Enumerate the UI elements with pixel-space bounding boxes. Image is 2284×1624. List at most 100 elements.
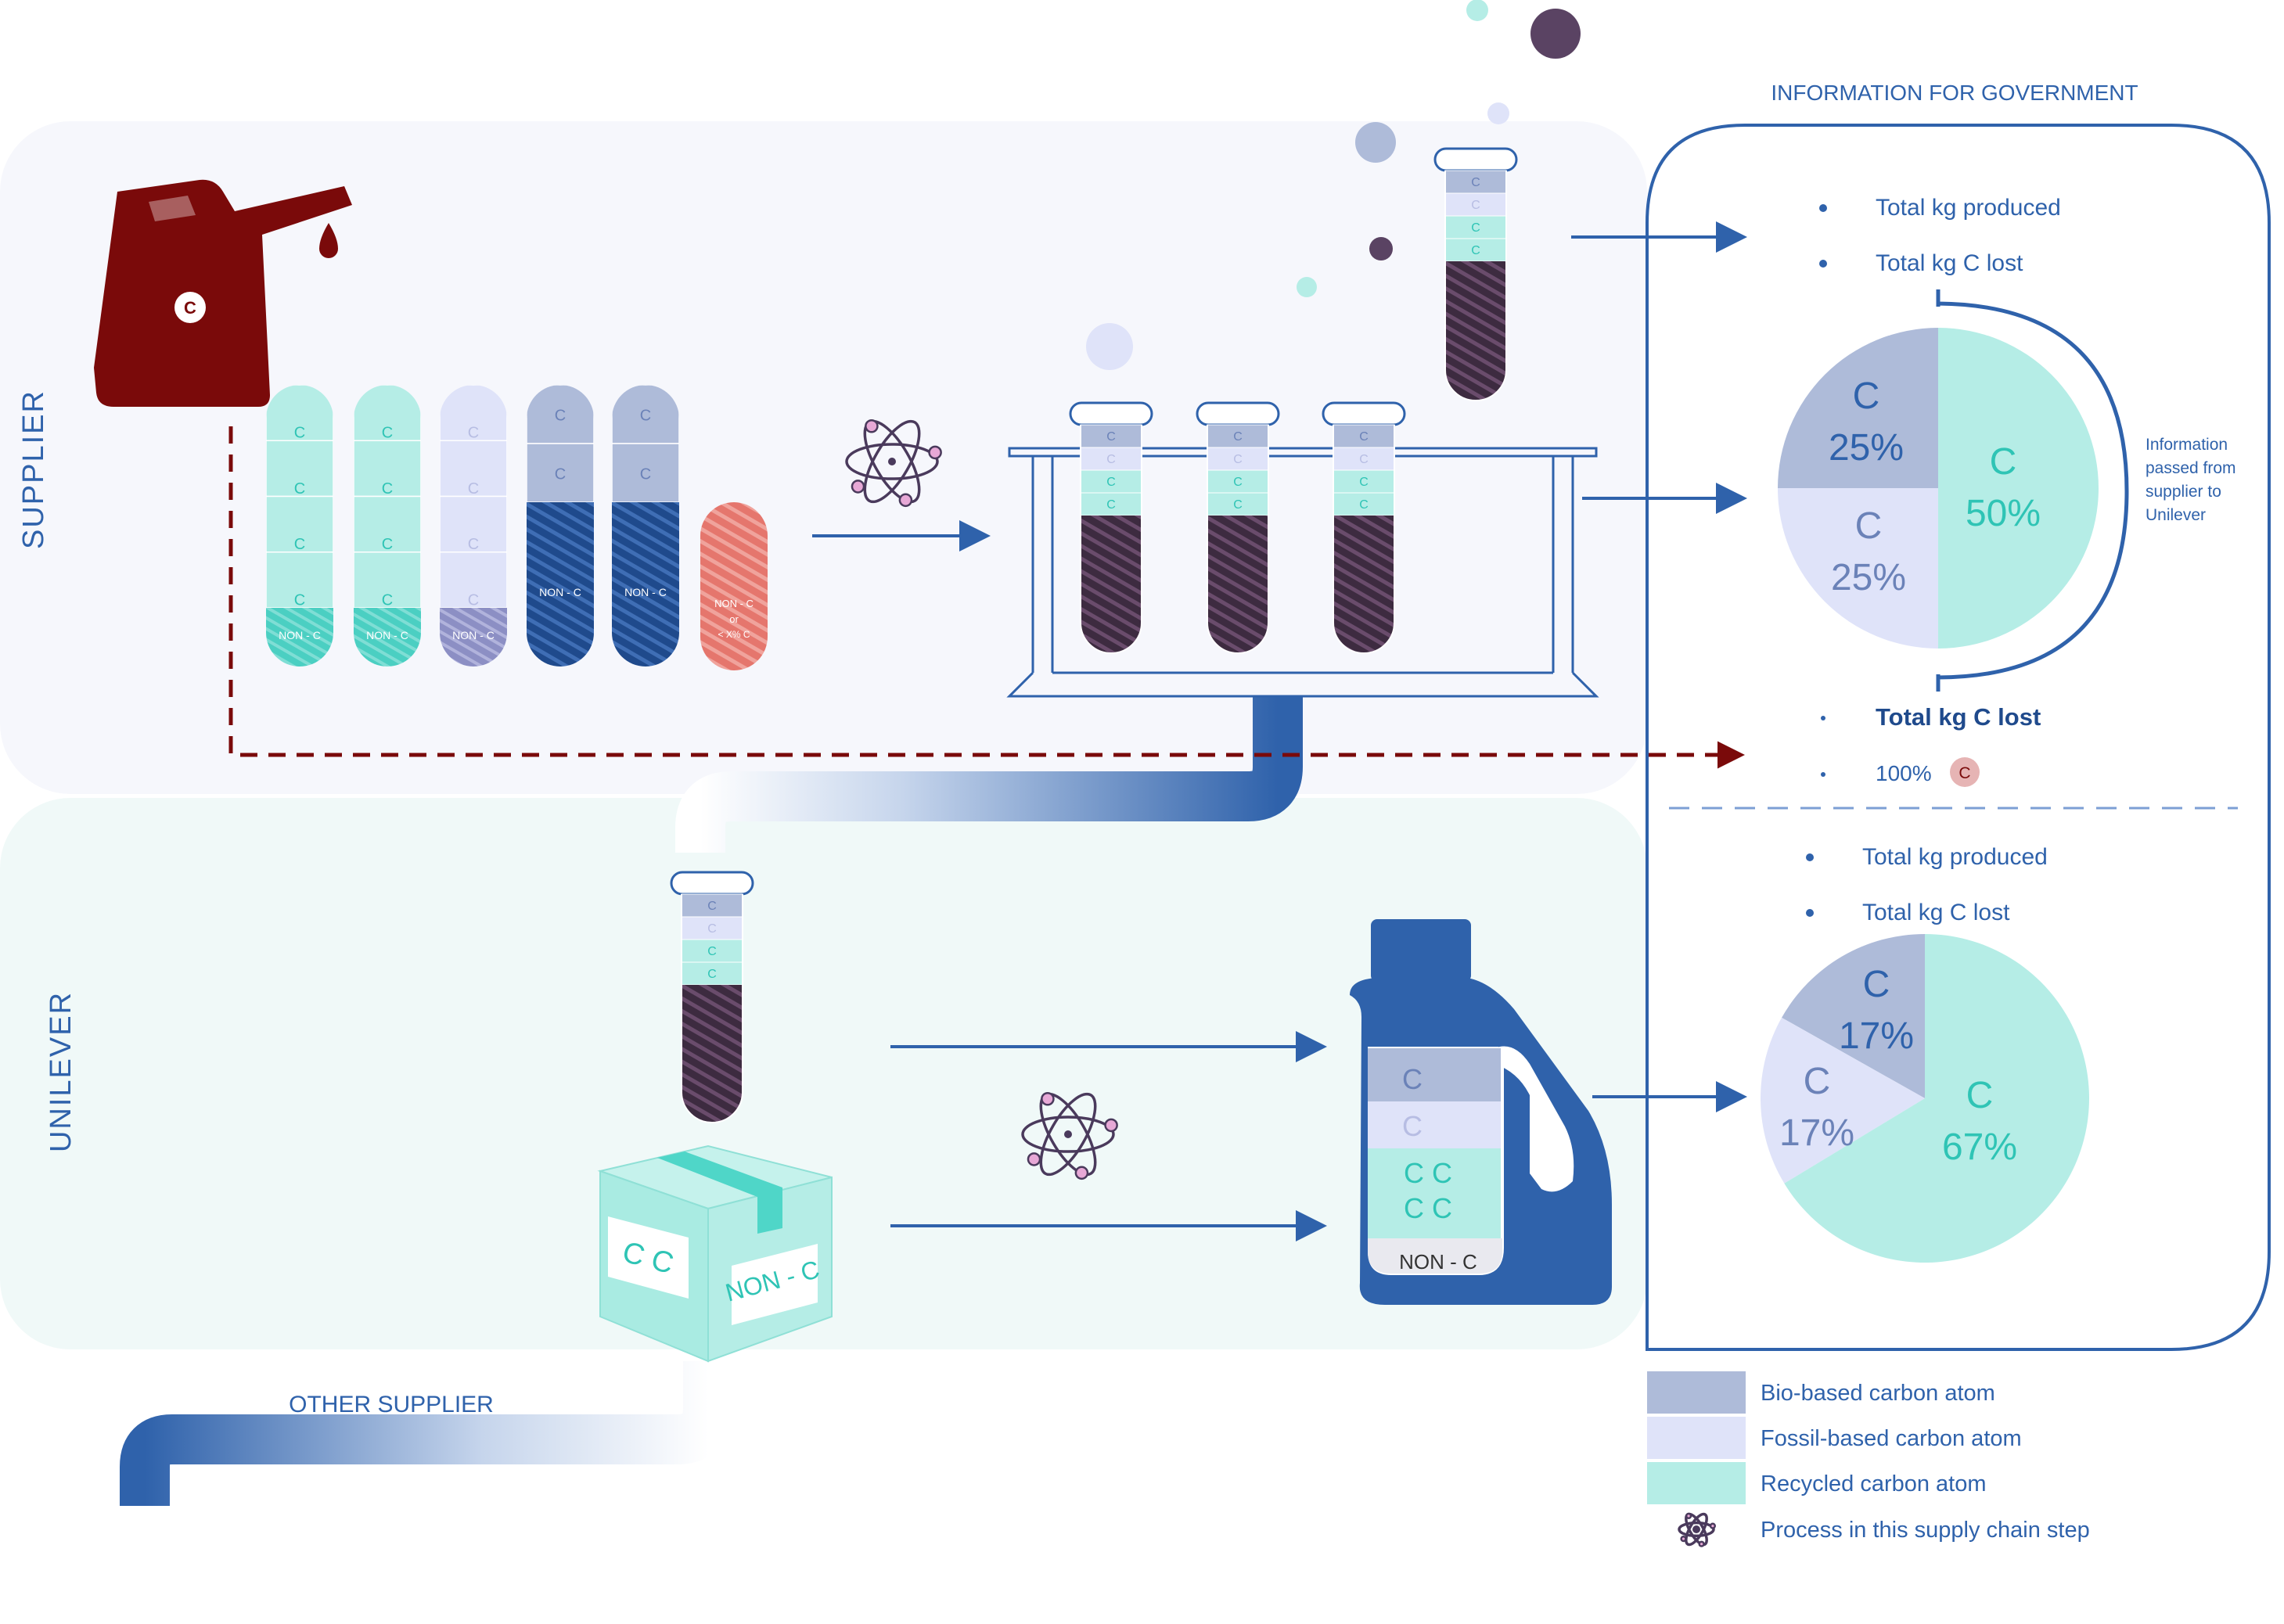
tube-segment-label: C: [1471, 244, 1480, 257]
bottle-row-2: C: [1402, 1110, 1423, 1142]
unilever-section-label: UNILEVER: [45, 991, 77, 1152]
tube-segment-label: C: [1106, 476, 1116, 489]
legend-swatch: [1647, 1417, 1746, 1459]
tube-liquid: [1081, 516, 1142, 653]
bracket-note-2: passed from: [2146, 459, 2236, 477]
capsule-segment-label: C: [382, 425, 393, 442]
tube-segment-label: C: [1106, 430, 1116, 444]
legend-label: Process in this supply chain step: [1761, 1518, 2090, 1543]
pie-slice-label: C: [1855, 505, 1883, 547]
gov-top-list: [1819, 204, 1827, 268]
capsule-segment-label: C: [382, 536, 393, 553]
tube-liquid: [682, 985, 743, 1123]
pie-slice-value: 17%: [1839, 1015, 1914, 1057]
capsule-segment-label: C: [382, 480, 393, 498]
tube-cap: [1197, 403, 1279, 425]
gov-bottom-list: [1806, 853, 1814, 917]
pie-slice-label: C: [1853, 375, 1880, 417]
bottle-bottom-label: NON - C: [1399, 1250, 1477, 1274]
legend-label: Bio-based carbon atom: [1761, 1381, 1995, 1406]
capsule: CCCCNON - C: [266, 385, 333, 666]
other-supplier-label: OTHER SUPPLIER: [289, 1392, 494, 1417]
capsule-segment-label: C: [382, 591, 393, 609]
tube-segment-label: C: [707, 922, 717, 936]
atom-electron: [930, 447, 941, 458]
tube-segment-label: C: [707, 900, 717, 913]
tube-segment-label: C: [1471, 199, 1480, 212]
capsule-segment-label: C: [294, 425, 305, 442]
capsule-segment-label: C: [294, 480, 305, 498]
legend-label: Fossil-based carbon atom: [1761, 1426, 2022, 1451]
tube-segment-label: C: [1233, 476, 1243, 489]
tube-segment-label: C: [1106, 453, 1116, 466]
gov-panel-title: INFORMATION FOR GOVERNMENT: [1771, 81, 2138, 105]
tube-liquid: [1445, 261, 1506, 401]
atom-electron: [865, 420, 877, 432]
capsule: CCCCNON - C: [354, 385, 421, 666]
capsule-salmon: NON - C or < X% C: [700, 502, 768, 670]
capsule-segment-label: C: [294, 536, 305, 553]
feedstock-capsules: CCCCNON - CCCCCNON - CCCCCNON - CCCNON -…: [266, 385, 679, 666]
salmon-line-3: < X% C: [718, 629, 750, 640]
capsule: C C NON - C: [527, 385, 594, 666]
tube-cap: [1070, 403, 1152, 425]
gov-top-item-2: Total kg C lost: [1876, 250, 2023, 276]
tube-cap: [671, 872, 753, 894]
legend-atom-icon: [1679, 1511, 1715, 1547]
capsule-segment-label: C: [640, 408, 651, 425]
tube-segment-label: C: [1359, 430, 1369, 444]
tube-segment-label: C: [1233, 498, 1243, 512]
pie-slice-label: C: [1804, 1061, 1831, 1102]
legend-swatch: [1647, 1462, 1746, 1504]
pie-slice-label: C: [1990, 441, 2017, 483]
atom-electron: [1682, 1536, 1686, 1541]
bottle-row-1: C: [1402, 1063, 1423, 1095]
tube-segment-label: C: [707, 945, 717, 958]
gov-bottom-item-1: Total kg produced: [1862, 844, 2048, 870]
gov-lost-item-1: Total kg C lost: [1876, 703, 2041, 731]
tube-segment-label: C: [1471, 221, 1480, 235]
test-tube: CCCC: [671, 872, 753, 1123]
bottle-row-4: C C: [1404, 1192, 1452, 1224]
jerrycan-label: C: [184, 298, 196, 318]
salmon-line-2: or: [729, 613, 739, 625]
pipe-other-supplier: [145, 1361, 708, 1506]
test-tube: CCCC: [1435, 149, 1516, 401]
atom-electron: [1076, 1167, 1088, 1179]
tube-segment-label: C: [1106, 498, 1116, 512]
pie-slice-label: C: [1863, 964, 1890, 1005]
capsule-non-carbon-label: NON - C: [539, 586, 581, 598]
incoming-test-tube: CCCC: [671, 872, 753, 1123]
test-tube: CCCC: [1070, 403, 1152, 653]
pie-slice-value: 17%: [1779, 1112, 1854, 1154]
capsule-segment-label: C: [468, 536, 479, 553]
pie-slice-value: 25%: [1829, 427, 1904, 469]
rack-test-tubes: CCCCCCCCCCCC: [1070, 403, 1405, 653]
pie-slice-label: C: [1966, 1075, 1994, 1116]
gov-top-item-1: Total kg produced: [1876, 195, 2061, 221]
atom-electron: [1686, 1514, 1691, 1518]
tube-segment-label: C: [1233, 453, 1243, 466]
tube-segment-label: C: [707, 968, 717, 981]
pie-slice-value: 50%: [1966, 493, 2041, 534]
atom-electron: [1041, 1093, 1053, 1105]
capsule-segment-label: C: [640, 466, 651, 483]
capsule-segment-label: C: [555, 408, 566, 425]
supplier-carbon-pie: C25%C25%C50%: [1778, 328, 2099, 649]
tube-segment-label: C: [1359, 453, 1369, 466]
tube-segment-label: C: [1359, 476, 1369, 489]
capsule-non-carbon-label: NON - C: [624, 586, 667, 598]
capsule: CCCCNON - C: [440, 385, 507, 666]
bracket-note-4: Unilever: [2146, 506, 2206, 524]
capsule-non-carbon: [527, 502, 594, 666]
tube-segment-label: C: [1359, 498, 1369, 512]
pie-slice: [1938, 328, 2099, 649]
capsule-segment-label: C: [555, 466, 566, 483]
atom-electron: [1028, 1153, 1040, 1165]
capsule-segment-label: C: [468, 425, 479, 442]
legend-label: Recycled carbon atom: [1761, 1471, 1987, 1496]
